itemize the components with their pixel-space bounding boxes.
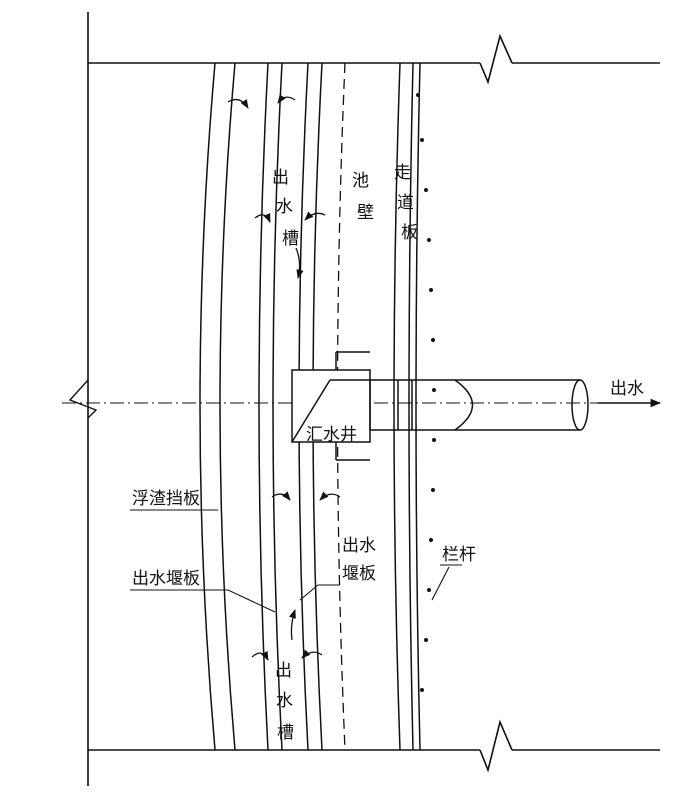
label-railing: 栏杆 [442, 545, 476, 565]
label-outlet-weir-right-1: 出水 [342, 536, 376, 556]
railing-arc-1 [408, 62, 414, 751]
label-tank-wall-2: 壁 [357, 203, 374, 223]
outlet-weir-arc [219, 62, 236, 751]
label-outlet-trough-top-1: 出 [272, 168, 289, 188]
label-outlet: 出水 [610, 379, 644, 399]
label-outlet-trough-bottom-3: 槽 [277, 723, 294, 743]
label-tank-wall-1: 池 [352, 171, 369, 191]
railing-posts [416, 93, 436, 692]
label-walkway-2: 道 [397, 193, 414, 213]
label-scum-baffle: 浮渣挡板 [132, 489, 200, 509]
label-outlet-trough-top-3: 槽 [282, 229, 299, 249]
walkway-arc [393, 62, 401, 751]
label-outlet-trough-top-2: 水 [276, 197, 293, 217]
railing-arc-2 [415, 62, 421, 751]
collection-well [291, 351, 371, 461]
flow-arrows [227, 94, 341, 661]
label-walkway-1: 走 [394, 163, 411, 183]
trough-inner-arc-2 [272, 62, 283, 751]
leader-lines [130, 509, 462, 613]
label-outlet-weir-right-2: 堰板 [342, 564, 376, 584]
trough-inner-arc [258, 62, 269, 751]
scum-baffle-arc [199, 62, 216, 751]
outlet-pipe [369, 379, 589, 431]
label-outlet-weir-left: 出水堰板 [132, 569, 200, 589]
frame-lines [87, 12, 660, 786]
left-break-symbol [68, 379, 98, 419]
label-outlet-trough-bottom-2: 水 [276, 691, 293, 711]
label-walkway-3: 板 [401, 223, 418, 243]
text-labels: 出 水 槽 池 壁 走 道 板 出水 汇水井 浮渣挡板 出水堰板 出水 堰板 栏… [132, 163, 644, 743]
label-collection-well: 汇水井 [306, 425, 357, 445]
label-outlet-trough-bottom-1: 出 [275, 661, 292, 681]
